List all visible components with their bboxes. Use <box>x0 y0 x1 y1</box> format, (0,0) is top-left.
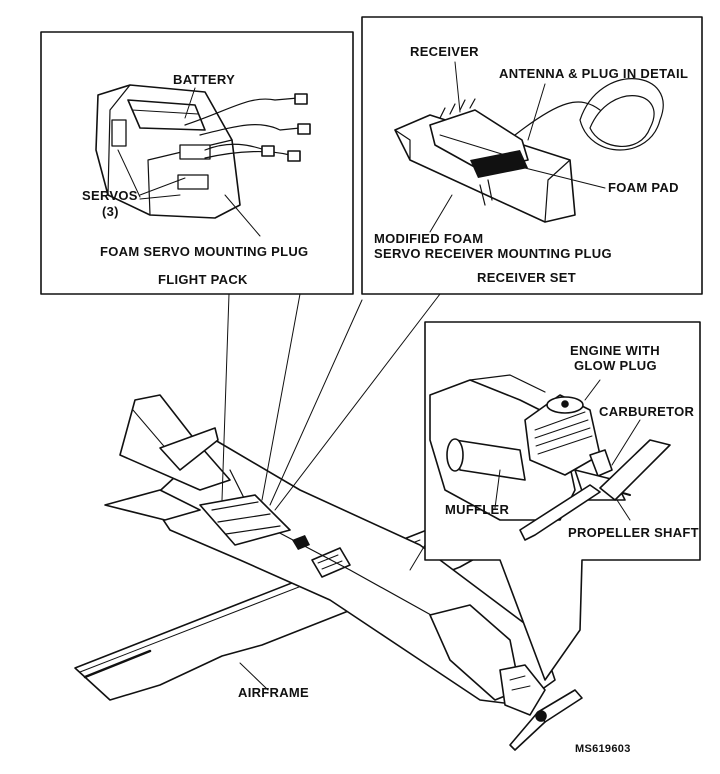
label-receiver-plug: SERVO RECEIVER MOUNTING PLUG <box>374 246 612 261</box>
caption-receiver-set: RECEIVER SET <box>477 270 576 285</box>
label-muffler: MUFFLER <box>445 502 510 517</box>
label-modified-foam: MODIFIED FOAM <box>374 231 484 246</box>
figure-id: MS619603 <box>575 743 631 755</box>
caption-flight-pack: FLIGHT PACK <box>158 272 248 287</box>
flight-pack-panel <box>40 31 354 501</box>
label-servos-count: (3) <box>102 204 119 219</box>
label-propeller-shaft: PROPELLER SHAFT <box>568 525 699 540</box>
airframe-drawing <box>74 394 583 751</box>
label-engine: ENGINE WITH <box>570 343 660 358</box>
label-foam-servo-plug: FOAM SERVO MOUNTING PLUG <box>100 244 309 259</box>
label-airframe: AIRFRAME <box>238 685 310 700</box>
label-antenna-detail: ANTENNA & PLUG IN DETAIL <box>499 66 689 81</box>
label-foam-pad: FOAM PAD <box>608 180 679 195</box>
receiver-set-panel <box>269 16 703 511</box>
label-glow-plug: GLOW PLUG <box>574 358 657 373</box>
label-receiver: RECEIVER <box>410 44 479 59</box>
airframe-leader <box>239 662 269 691</box>
label-battery: BATTERY <box>173 72 236 87</box>
label-servos: SERVOS <box>82 188 138 203</box>
engine-detail-panel <box>409 321 701 681</box>
label-carburetor: CARBURETOR <box>599 404 695 419</box>
